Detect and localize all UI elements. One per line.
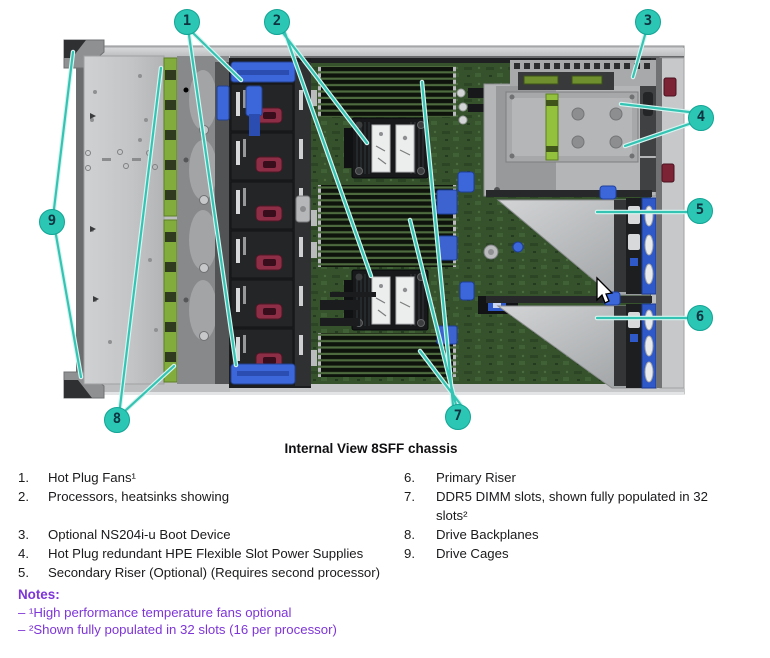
riser-secondary — [486, 185, 657, 296]
parts-legend: 1. Hot Plug Fans¹ 6. Primary Riser 2. Pr… — [18, 468, 762, 638]
legend-item-text: Hot Plug redundant HPE Flexible Slot Pow… — [48, 546, 364, 561]
legend-item-text: Drive Cages — [436, 546, 509, 561]
riser-primary — [486, 291, 657, 389]
callout-3: 3 — [635, 9, 661, 35]
legend-item-number: 8. — [404, 527, 415, 542]
note-line: – ²Shown fully populated in 32 slots (16… — [18, 622, 337, 637]
callout-4: 4 — [688, 105, 714, 131]
mouse-cursor — [596, 276, 614, 304]
legend-item-text: Hot Plug Fans¹ — [48, 470, 136, 485]
server-illustration — [51, 30, 692, 413]
dimm-latches — [311, 90, 317, 366]
callout-5: 5 — [687, 198, 713, 224]
legend-item-number: 6. — [404, 470, 415, 485]
callout-9: 9 — [39, 209, 65, 235]
legend-item-text: Drive Backplanes — [436, 527, 539, 542]
legend-row: 2. Processors, heatsinks showing 7. DDR5… — [18, 487, 762, 525]
legend-row: 5. Secondary Riser (Optional) (Requires … — [18, 563, 762, 582]
note-line: – ¹High performance temperature fans opt… — [18, 605, 292, 620]
leader-lines — [51, 30, 692, 413]
legend-item-number: 9. — [404, 546, 415, 561]
callout-7: 7 — [445, 404, 471, 430]
boot-device-cage — [494, 72, 639, 193]
legend-item-text: Secondary Riser (Optional) (Requires sec… — [48, 565, 381, 580]
drive-backplane-strips — [163, 57, 178, 383]
notes-section: Notes: – ¹High performance temperature f… — [18, 585, 762, 638]
legend-item-text: DDR5 DIMM slots, shown fully populated i… — [436, 489, 708, 523]
chassis-right-wall — [656, 57, 685, 389]
legend-item-number: 5. — [18, 565, 29, 580]
legend-item-number: 3. — [18, 527, 29, 542]
callout-2: 2 — [264, 9, 290, 35]
figure-caption: Internal View 8SFF chassis — [284, 441, 458, 456]
legend-row: 4. Hot Plug redundant HPE Flexible Slot … — [18, 544, 762, 563]
callout-8: 8 — [104, 407, 130, 433]
legend-item-number: 4. — [18, 546, 29, 561]
legend-item-text: Processors, heatsinks showing — [48, 489, 230, 504]
fan-handle-blue-bottom — [230, 363, 296, 385]
legend-row: 1. Hot Plug Fans¹ 6. Primary Riser — [18, 468, 762, 487]
legend-item-number: 7. — [404, 489, 415, 504]
server-internal-figure: 1 2 3 4 5 6 7 8 9 — [39, 9, 714, 433]
notes-heading: Notes: — [18, 587, 60, 602]
fan-bank — [216, 58, 311, 388]
legend-item-number: 1. — [18, 470, 29, 485]
callout-1: 1 — [174, 9, 200, 35]
legend-row: 3. Optional NS204i-u Boot Device 8. Driv… — [18, 525, 762, 544]
callout-6: 6 — [687, 305, 713, 331]
drive-cage-plate — [83, 55, 165, 385]
legend-item-text: Optional NS204i-u Boot Device — [48, 527, 231, 542]
legend-item-text: Primary Riser — [436, 470, 516, 485]
legend-item-number: 2. — [18, 489, 29, 504]
